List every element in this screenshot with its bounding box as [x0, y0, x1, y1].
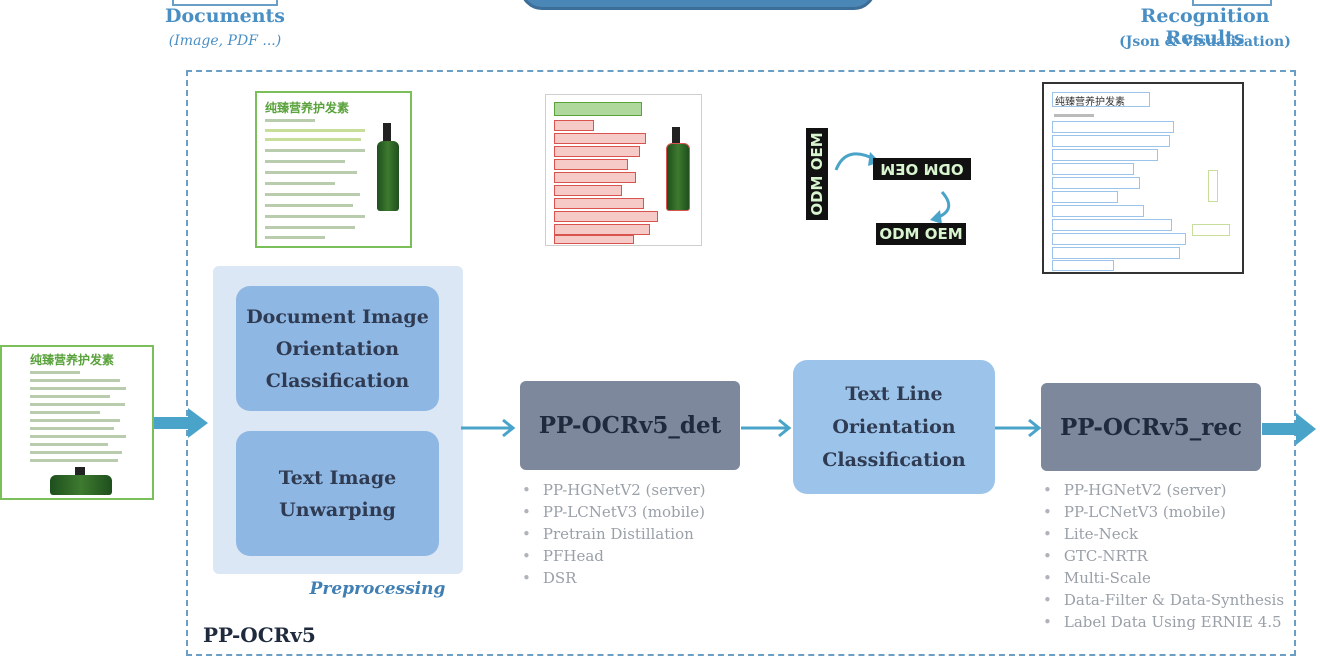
- rec-feature: Lite-Neck: [1043, 523, 1293, 545]
- result-title-box: 纯臻营养护发素: [1052, 92, 1150, 108]
- odm-text-corrected: ODM OEM: [876, 223, 966, 245]
- rec-feature: GTC-NRTR: [1043, 545, 1293, 567]
- det-feature: PP-HGNetV2 (server): [522, 479, 782, 501]
- top-border-stub-left: [172, 0, 278, 6]
- rotate-arrow-2: [930, 191, 951, 224]
- rec-feature: Multi-Scale: [1043, 567, 1293, 589]
- result-visualization: 纯臻营养护发素: [1042, 82, 1244, 274]
- top-border-stub-right: [1192, 0, 1272, 6]
- doc-title-text: 纯臻营养护发素: [265, 101, 350, 115]
- pp-ocrv5-rec-box: PP-OCRv5_rec: [1041, 383, 1261, 471]
- odm-text-upside-down: ODM OEM: [873, 158, 971, 180]
- rec-feature: Data-Filter & Data-Synthesis: [1043, 589, 1293, 611]
- pipeline-frame: [186, 70, 1296, 656]
- documents-subtitle: (Image, PDF ...): [168, 33, 282, 49]
- odm-text-vertical: ODM OEM: [806, 128, 828, 220]
- preprocessing-label: Preprocessing: [309, 579, 446, 599]
- arrow-pre-to-det: [461, 418, 516, 438]
- sample-document-detection: [545, 94, 702, 246]
- det-feature-list: PP-HGNetV2 (server) PP-LCNetV3 (mobile) …: [522, 479, 782, 589]
- document-orientation-box: Document Image Orientation Classificatio…: [236, 286, 439, 411]
- text-line-orientation-box: Text Line Orientation Classification: [793, 360, 995, 494]
- det-feature: PFHead: [522, 545, 782, 567]
- documents-title: Documents: [164, 5, 285, 27]
- rec-feature: PP-LCNetV3 (mobile): [1043, 501, 1293, 523]
- output-arrow: [1262, 413, 1316, 445]
- arrow-textline-to-rec: [995, 418, 1042, 438]
- pp-ocrv5-det-box: PP-OCRv5_det: [520, 381, 740, 470]
- frame-label: PP-OCRv5: [203, 623, 316, 647]
- rec-feature: Label Data Using ERNIE 4.5: [1043, 611, 1293, 633]
- doc-title-text: 纯臻营养护发素: [30, 353, 115, 367]
- input-arrow: [154, 408, 208, 438]
- det-feature: PP-LCNetV3 (mobile): [522, 501, 782, 523]
- sample-document-rotated: 纯臻营养护发素: [255, 91, 412, 248]
- input-document-image: 纯臻营养护发素: [0, 345, 154, 500]
- det-feature: Pretrain Distillation: [522, 523, 782, 545]
- results-subtitle: (Json & Visualization): [1119, 34, 1291, 50]
- det-feature: DSR: [522, 567, 782, 589]
- arrow-det-to-textline: [741, 418, 792, 438]
- rec-feature: PP-HGNetV2 (server): [1043, 479, 1293, 501]
- rec-feature-list: PP-HGNetV2 (server) PP-LCNetV3 (mobile) …: [1043, 479, 1293, 633]
- results-title: Recognition Results: [1140, 5, 1270, 49]
- top-pill-shape: [520, 0, 876, 10]
- text-unwarping-box: Text Image Unwarping: [236, 431, 439, 556]
